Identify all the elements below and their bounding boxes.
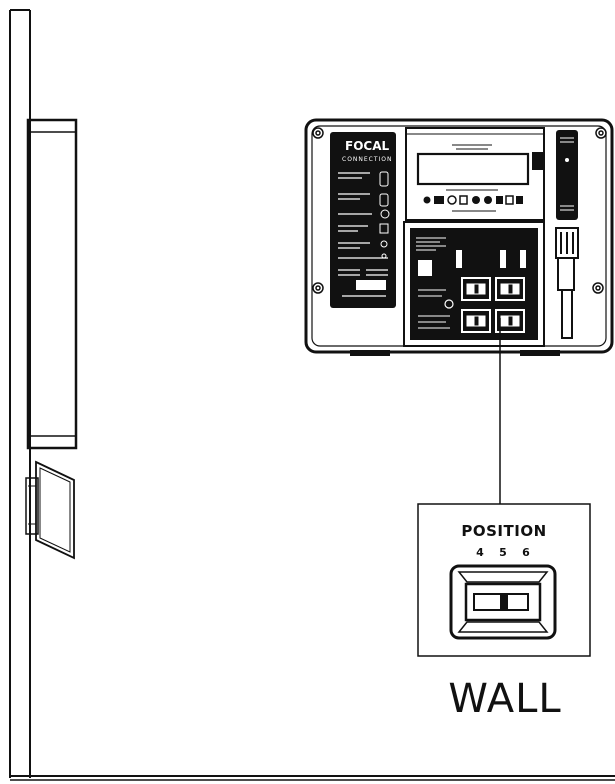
power-input-panel [556, 130, 578, 220]
display-screen [416, 152, 530, 186]
position-number-5: 5 [499, 546, 507, 559]
position-number-6: 6 [522, 546, 530, 559]
certification-icons [423, 195, 523, 205]
position-number-4: 4 [476, 546, 484, 559]
panel-model-label: CONNECTION [342, 156, 393, 163]
dip-switch-group [461, 277, 525, 333]
switch-knob [500, 594, 508, 610]
screw-icon [312, 127, 607, 294]
rear-amplifier-panel: FOCAL CONNECTION [304, 118, 614, 356]
power-cable [555, 227, 579, 339]
position-title: POSITION [461, 522, 546, 540]
placement-label: WALL [448, 676, 561, 722]
speaker-side-view [9, 9, 615, 781]
position-switch [449, 564, 557, 640]
brand-logo: FOCAL [345, 139, 389, 153]
position-callout: POSITION 4 5 6 [417, 503, 591, 657]
